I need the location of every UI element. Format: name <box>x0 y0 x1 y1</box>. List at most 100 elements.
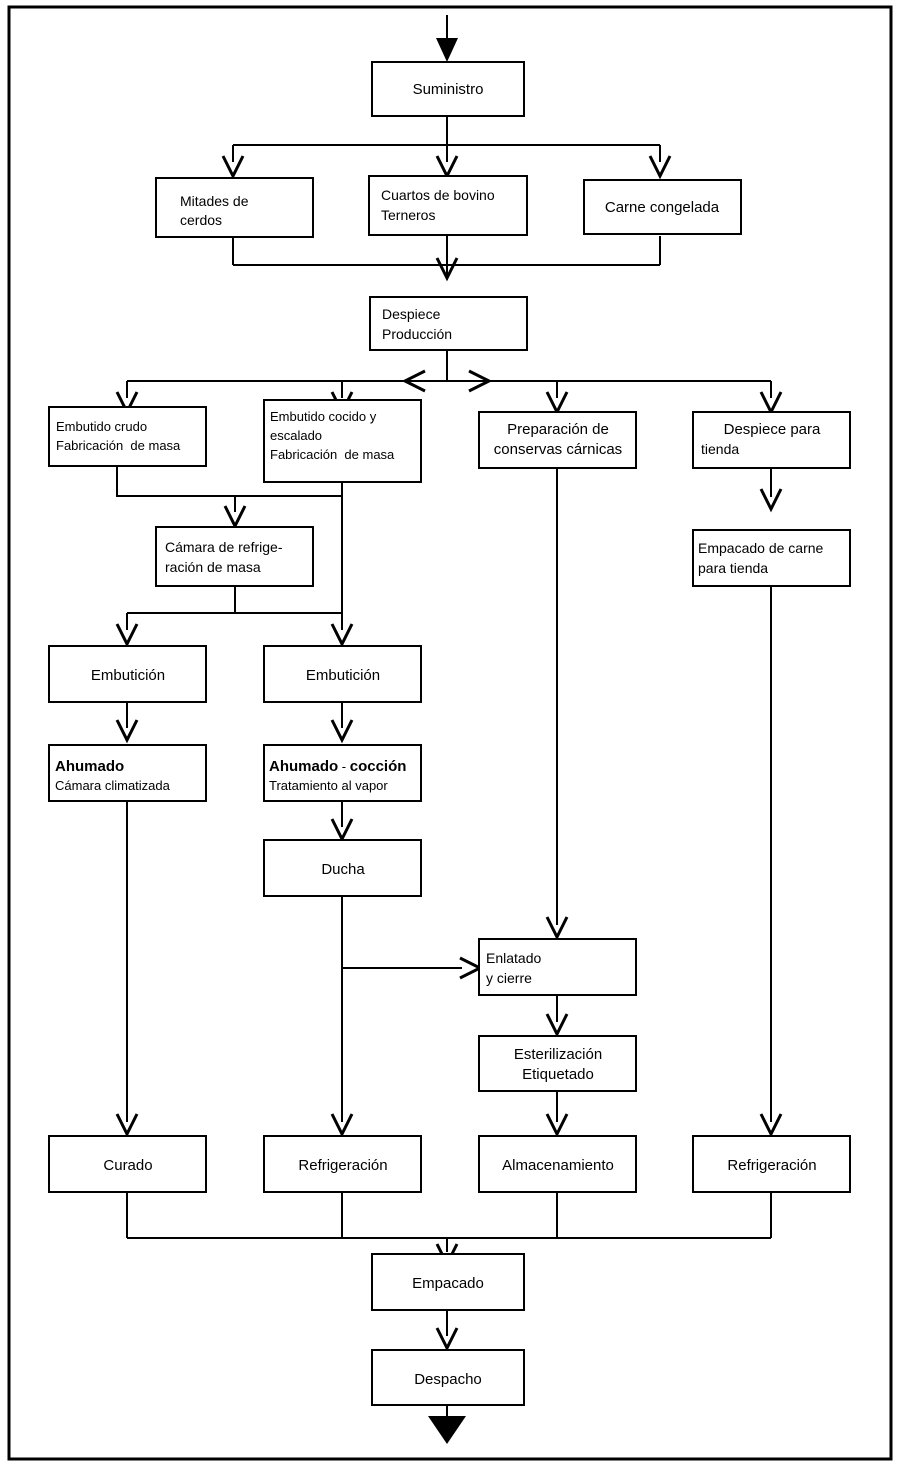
node-despiece-tienda-line2: tienda <box>701 441 739 457</box>
node-carne-congelada-box[interactable] <box>583 179 742 235</box>
node-empacado-label: Empacado <box>412 1275 484 1292</box>
node-refrigeracion-1-box[interactable] <box>263 1135 422 1193</box>
node-empacado-carne-tienda-line1: Empacado de carne <box>698 540 824 556</box>
node-ahumado-coccion-box[interactable] <box>263 744 422 802</box>
node-despiece-produccion-line1: Despiece <box>382 306 441 322</box>
node-mitades-cerdos-line1: Mitades de <box>180 193 249 209</box>
arrowhead-almacenamiento <box>545 1113 569 1138</box>
arrowhead-entry <box>436 38 458 62</box>
node-enlatado-cierre-line2: y cierre <box>486 970 532 986</box>
node-empacado-carne-tienda[interactable]: Empacado de carne para tienda <box>692 529 851 587</box>
node-refrigeracion-1-label: Refrigeración <box>298 1157 387 1174</box>
node-preparacion-conservas[interactable]: Preparación de conservas cárnicas <box>478 411 637 469</box>
node-embutido-crudo[interactable]: Embutido crudo Fabricación de masa <box>48 406 207 467</box>
node-esterilizacion-etiquetado-line1: Esterilización <box>514 1046 602 1063</box>
node-mitades-cerdos-box[interactable] <box>155 177 314 238</box>
node-refrigeracion-2-box[interactable] <box>692 1135 851 1193</box>
node-ahumado-coccion-line1: Ahumado - cocción <box>269 758 406 775</box>
node-ahumado-coccion-part-c: cocción <box>350 758 407 775</box>
node-embutido-cocido[interactable]: Embutido cocido y escalado Fabricación d… <box>263 399 422 483</box>
arrowhead-curado <box>115 1113 139 1138</box>
node-embuticion-der[interactable]: Embutición <box>263 645 422 703</box>
arrowhead-mitades <box>221 155 245 180</box>
node-almacenamiento-label: Almacenamiento <box>502 1157 614 1174</box>
node-cuartos-bovino[interactable]: Cuartos de bovino Terneros <box>368 175 528 236</box>
node-ahumado-line1: Ahumado <box>55 758 124 775</box>
node-camara-refrigeracion-masa-box[interactable] <box>155 526 314 587</box>
node-enlatado-cierre-line1: Enlatado <box>486 950 541 966</box>
arrowhead-esterilizacion <box>545 1013 569 1038</box>
node-embuticion-izq[interactable]: Embutición <box>48 645 207 703</box>
node-ahumado-coccion-line2: Tratamiento al vapor <box>269 778 388 793</box>
node-embutido-cocido-box[interactable] <box>263 399 422 483</box>
node-cuartos-bovino-line1: Cuartos de bovino <box>381 187 495 203</box>
node-suministro[interactable]: Suministro <box>371 61 525 117</box>
node-ahumado-coccion-part-b: - <box>338 759 350 774</box>
node-refrigeracion-1[interactable]: Refrigeración <box>263 1135 422 1193</box>
node-despacho[interactable]: Despacho <box>371 1349 525 1406</box>
diagram-frame <box>7 5 893 1461</box>
node-mitades-cerdos[interactable]: Mitades de cerdos <box>155 177 314 238</box>
node-almacenamiento-box[interactable] <box>478 1135 637 1193</box>
node-embuticion-der-box[interactable] <box>263 645 422 703</box>
arrowhead-congelada <box>648 155 672 180</box>
arrowhead-empacado-tienda <box>759 488 783 513</box>
arrowhead-exit <box>428 1416 466 1444</box>
edge-crudo-camara <box>116 466 236 512</box>
node-curado-box[interactable] <box>48 1135 207 1193</box>
node-ahumado-box[interactable] <box>48 744 207 802</box>
node-enlatado-cierre[interactable]: Enlatado y cierre <box>478 938 637 996</box>
node-esterilizacion-etiquetado[interactable]: Esterilización Etiquetado <box>478 1035 637 1092</box>
arrowhead-ahumado-coccion <box>330 719 354 744</box>
node-preparacion-conservas-line2: conservas cárnicas <box>494 441 622 458</box>
arrowhead-embuticion-izq <box>115 623 139 648</box>
node-cuartos-bovino-box[interactable] <box>368 175 528 236</box>
nodes-layer: Suministro Mitades de cerdos Cuartos de … <box>48 61 851 1406</box>
node-embutido-crudo-box[interactable] <box>48 406 207 467</box>
node-camara-refrigeracion-masa-line1: Cámara de refrige- <box>165 539 283 555</box>
node-despiece-produccion[interactable]: Despiece Producción <box>369 296 528 351</box>
node-ahumado-coccion-part-a: Ahumado <box>269 758 338 775</box>
arrowhead-bus-right <box>468 369 493 393</box>
edges-layer <box>115 15 783 1444</box>
node-refrigeracion-2[interactable]: Refrigeración <box>692 1135 851 1193</box>
node-enlatado-cierre-box[interactable] <box>478 938 637 996</box>
node-despacho-label: Despacho <box>414 1371 482 1388</box>
node-despiece-produccion-box[interactable] <box>369 296 528 351</box>
node-despiece-tienda-line1: Despiece para <box>724 421 821 438</box>
node-ahumado-line2: Cámara climatizada <box>55 778 171 793</box>
node-embuticion-izq-box[interactable] <box>48 645 207 703</box>
node-carne-congelada-label: Carne congelada <box>605 199 720 216</box>
node-embutido-cocido-line1: Embutido cocido y <box>270 409 377 424</box>
node-camara-refrigeracion-masa-line2: ración de masa <box>165 559 261 575</box>
node-ahumado[interactable]: Ahumado Cámara climatizada <box>48 744 207 802</box>
node-suministro-box[interactable] <box>371 61 525 117</box>
node-despiece-tienda-box[interactable] <box>692 411 851 469</box>
node-ducha[interactable]: Ducha <box>263 839 422 897</box>
node-carne-congelada[interactable]: Carne congelada <box>583 179 742 235</box>
node-ahumado-coccion[interactable]: Ahumado - cocción Tratamiento al vapor <box>263 744 422 802</box>
node-empacado[interactable]: Empacado <box>371 1253 525 1311</box>
node-almacenamiento[interactable]: Almacenamiento <box>478 1135 637 1193</box>
node-esterilizacion-etiquetado-box[interactable] <box>478 1035 637 1092</box>
node-curado[interactable]: Curado <box>48 1135 207 1193</box>
node-empacado-carne-tienda-line2: para tienda <box>698 560 768 576</box>
node-empacado-box[interactable] <box>371 1253 525 1311</box>
arrowhead-refrigeracion-1 <box>330 1113 354 1138</box>
node-preparacion-conservas-box[interactable] <box>478 411 637 469</box>
node-ducha-box[interactable] <box>263 839 422 897</box>
node-despiece-tienda[interactable]: Despiece para tienda <box>692 411 851 469</box>
node-embutido-cocido-line3: Fabricación de masa <box>270 447 395 462</box>
arrowhead-embuticion-der <box>330 623 354 648</box>
node-suministro-label: Suministro <box>413 81 484 98</box>
arrowhead-enlatado-v <box>545 916 569 941</box>
node-preparacion-conservas-line1: Preparación de <box>507 421 609 438</box>
node-embuticion-izq-label: Embutición <box>91 667 165 684</box>
arrowhead-refrigeracion-2 <box>759 1113 783 1138</box>
node-despacho-box[interactable] <box>371 1349 525 1406</box>
node-camara-refrigeracion-masa[interactable]: Cámara de refrige- ración de masa <box>155 526 314 587</box>
node-empacado-carne-tienda-box[interactable] <box>692 529 851 587</box>
node-curado-label: Curado <box>103 1157 152 1174</box>
node-embutido-crudo-line2: Fabricación de masa <box>56 438 181 453</box>
